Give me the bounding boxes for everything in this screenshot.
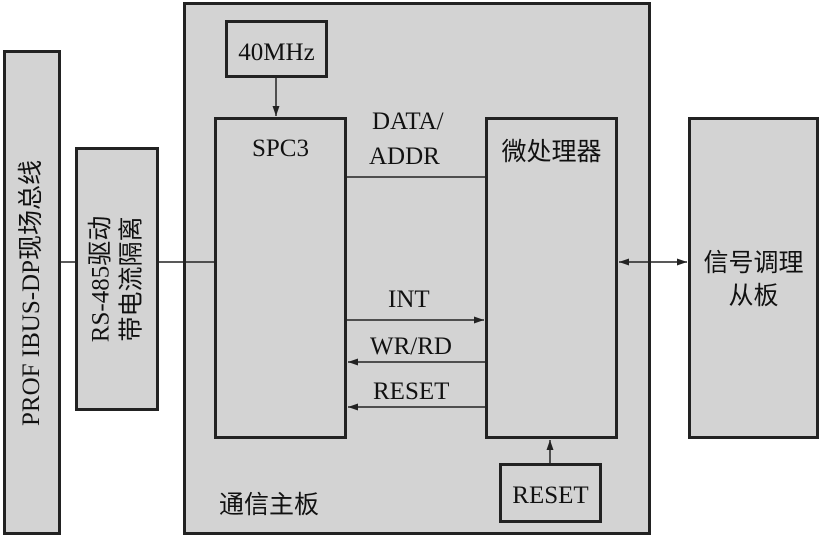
int-label: INT — [388, 286, 430, 313]
reset-signal-label: RESET — [373, 378, 450, 405]
reset-chip-box: RESET — [499, 463, 602, 523]
data-addr-label-2: ADDR — [369, 143, 440, 170]
reset-chip-label: RESET — [512, 482, 589, 509]
microprocessor-box: 微处理器 — [485, 117, 618, 439]
spc3-box: SPC3 — [214, 117, 347, 439]
data-addr-label-1: DATA/ — [372, 108, 444, 135]
microprocessor-label: 微处理器 — [501, 139, 602, 166]
signal-board-label: 信号调理 从板 — [703, 250, 804, 310]
oscillator-label: 40MHz — [238, 39, 315, 66]
profibus-bus-box: PROF IBUS-DP现场总线 — [3, 50, 61, 535]
oscillator-box: 40MHz — [225, 20, 328, 78]
signal-conditioning-board: 信号调理 从板 — [688, 117, 819, 439]
rs485-driver-box: RS-485驱动 带电流隔离 — [75, 147, 159, 411]
wr-rd-label: WR/RD — [370, 333, 452, 360]
spc3-label: SPC3 — [252, 135, 309, 162]
main-board-label: 通信主板 — [219, 492, 320, 519]
